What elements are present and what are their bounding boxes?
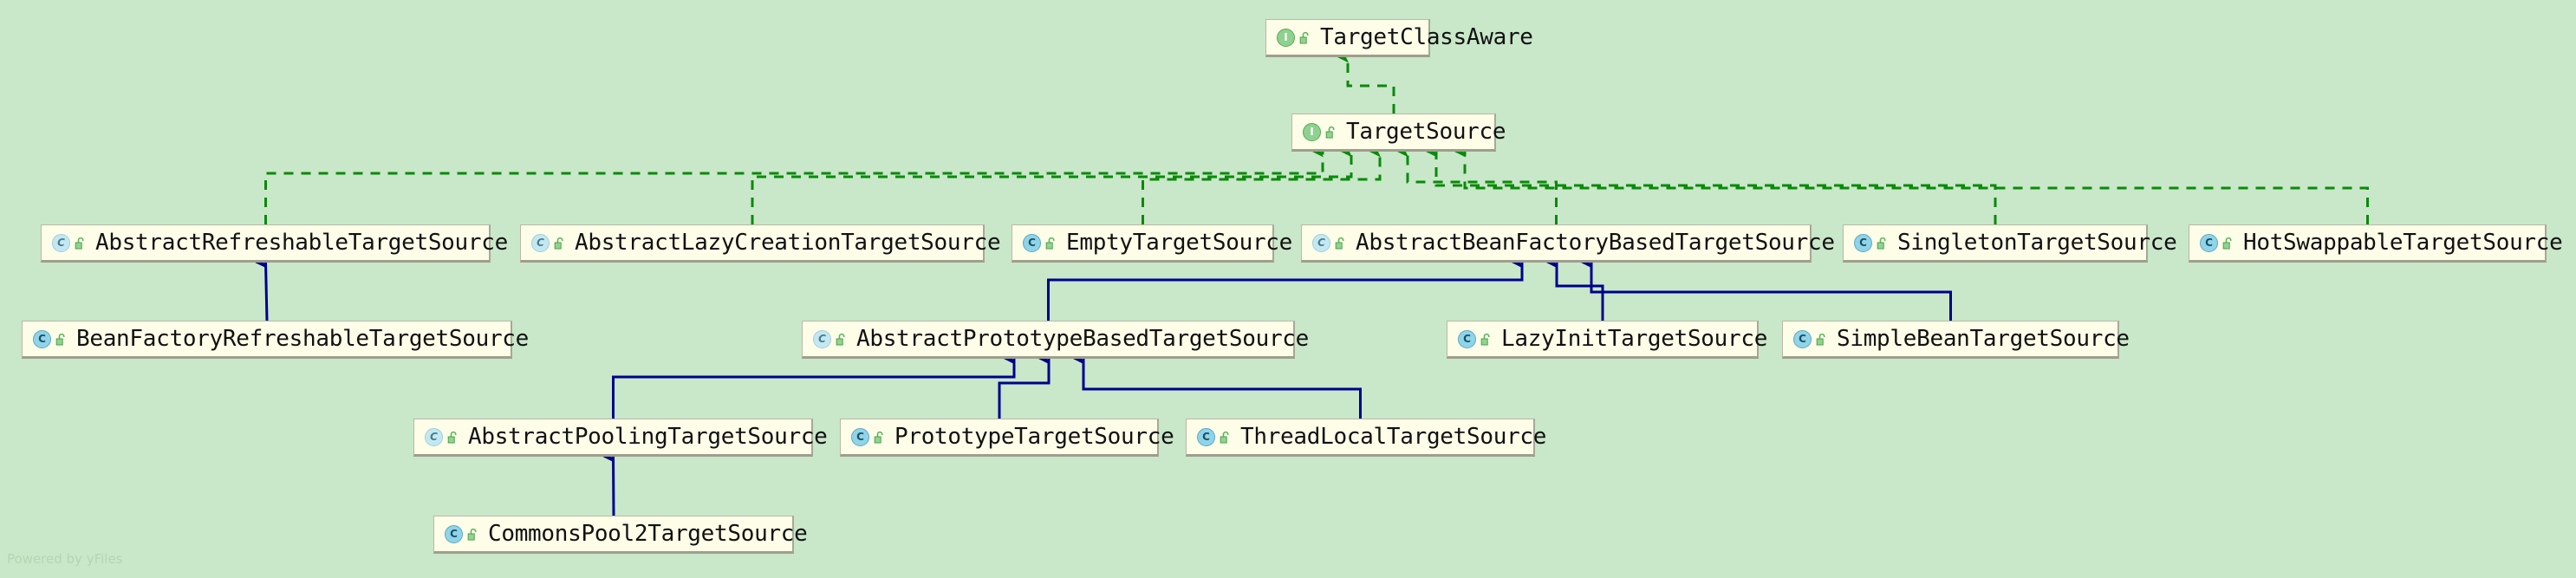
edge-extends-CommonsPool2TargetSource-to-AbstractPoolingTargetSource: [602, 451, 615, 516]
class-node-label: AbstractLazyCreationTargetSource: [575, 230, 1001, 256]
node-badges: C: [425, 427, 459, 446]
class-node-SimpleBeanTargetSource[interactable]: C SimpleBeanTargetSource: [1782, 321, 2130, 359]
yfiles-watermark: Powered by yFiles: [7, 551, 123, 567]
class-node-AbstractBeanFactoryBasedTargetSource[interactable]: C AbstractBeanFactoryBasedTargetSource: [1301, 224, 1835, 263]
unlocked-padlock-icon: [1325, 126, 1337, 139]
class-node-AbstractRefreshableTargetSource[interactable]: C AbstractRefreshableTargetSource: [41, 224, 508, 263]
class-node-label: LazyInitTargetSource: [1501, 326, 1768, 352]
class-node-label: HotSwappableTargetSource: [2243, 230, 2563, 256]
unlocked-padlock-icon: [1045, 237, 1057, 250]
class-node-label: SimpleBeanTargetSource: [1837, 326, 2130, 352]
node-badges: C: [445, 524, 478, 543]
unlocked-padlock-icon: [1335, 237, 1346, 250]
class-icon: C: [445, 524, 463, 543]
class-icon: C: [1458, 329, 1476, 348]
class-node-label: AbstractPrototypeBasedTargetSource: [856, 326, 1310, 352]
abstract-class-icon: C: [52, 233, 70, 252]
edge-extends-BeanFactoryRefreshableTargetSource-to-AbstractRefreshableTargetSource: [255, 257, 269, 321]
class-node-SingletonTargetSource[interactable]: C SingletonTargetSource: [1843, 224, 2177, 263]
class-node-TargetClassAware[interactable]: I TargetClassAware: [1265, 19, 1533, 57]
class-icon: C: [2200, 233, 2218, 252]
class-node-label: BeanFactoryRefreshableTargetSource: [76, 326, 530, 352]
edge-implements-EmptyTargetSource-to-TargetSource: [1142, 146, 1382, 224]
abstract-class-icon: C: [1312, 233, 1330, 252]
node-badges: C: [851, 427, 885, 446]
unlocked-padlock-icon: [1220, 431, 1231, 444]
interface-icon: I: [1303, 122, 1321, 141]
class-node-label: AbstractPoolingTargetSource: [468, 424, 828, 450]
node-badges: I: [1277, 28, 1311, 47]
node-badges: I: [1303, 122, 1337, 141]
class-node-BeanFactoryRefreshableTargetSource[interactable]: C BeanFactoryRefreshableTargetSource: [22, 321, 529, 359]
edge-implements-HotSwappableTargetSource-to-TargetSource: [1454, 146, 2369, 224]
class-node-ThreadLocalTargetSource[interactable]: C ThreadLocalTargetSource: [1186, 419, 1546, 457]
edge-extends-AbstractPrototypeBasedTargetSource-to-AbstractBeanFactoryBasedTargetSource: [1047, 257, 1524, 321]
class-node-AbstractLazyCreationTargetSource[interactable]: C AbstractLazyCreationTargetSource: [520, 224, 1001, 263]
edge-extends-SimpleBeanTargetSource-to-AbstractBeanFactoryBasedTargetSource: [1581, 257, 1952, 321]
class-icon: C: [1023, 233, 1041, 252]
node-badges: C: [33, 329, 67, 348]
edge-extends-PrototypeTargetSource-to-AbstractPrototypeBasedTargetSource: [998, 353, 1051, 419]
edge-implements-AbstractRefreshableTargetSource-to-TargetSource: [264, 146, 1324, 224]
edge-implements-SingletonTargetSource-to-TargetSource: [1426, 146, 1997, 224]
edge-implements-AbstractBeanFactoryBasedTargetSource-to-TargetSource: [1397, 146, 1558, 224]
unlocked-padlock-icon: [554, 237, 565, 250]
unlocked-padlock-icon: [55, 333, 67, 346]
abstract-class-icon: C: [531, 233, 550, 252]
abstract-class-icon: C: [813, 329, 831, 348]
edge-implements-AbstractLazyCreationTargetSource-to-TargetSource: [751, 146, 1353, 224]
unlocked-padlock-icon: [467, 528, 478, 541]
unlocked-padlock-icon: [447, 431, 459, 444]
edge-extends-AbstractPoolingTargetSource-to-AbstractPrototypeBasedTargetSource: [612, 353, 1016, 419]
node-badges: C: [1312, 233, 1346, 252]
class-node-PrototypeTargetSource[interactable]: C PrototypeTargetSource: [840, 419, 1174, 457]
class-icon: C: [33, 329, 51, 348]
class-node-label: AbstractBeanFactoryBasedTargetSource: [1356, 230, 1835, 256]
abstract-class-icon: C: [425, 427, 443, 446]
node-badges: C: [1793, 329, 1827, 348]
class-node-AbstractPoolingTargetSource[interactable]: C AbstractPoolingTargetSource: [413, 419, 828, 457]
node-badges: C: [813, 329, 847, 348]
class-node-EmptyTargetSource[interactable]: C EmptyTargetSource: [1012, 224, 1292, 263]
node-badges: C: [1023, 233, 1057, 252]
class-node-LazyInitTargetSource[interactable]: C LazyInitTargetSource: [1447, 321, 1767, 359]
class-node-CommonsPool2TargetSource[interactable]: C CommonsPool2TargetSource: [433, 516, 808, 554]
class-node-TargetSource[interactable]: I TargetSource: [1291, 114, 1506, 152]
class-icon: C: [1197, 427, 1215, 446]
extends-edges: [255, 257, 1952, 516]
class-node-label: AbstractRefreshableTargetSource: [95, 230, 508, 256]
class-node-label: EmptyTargetSource: [1066, 230, 1293, 256]
class-node-label: TargetSource: [1346, 119, 1506, 145]
unlocked-padlock-icon: [874, 431, 885, 444]
interface-icon: I: [1277, 28, 1295, 47]
unlocked-padlock-icon: [836, 333, 847, 346]
class-icon: C: [1854, 233, 1872, 252]
class-icon: C: [851, 427, 869, 446]
unlocked-padlock-icon: [1816, 333, 1827, 346]
node-badges: C: [1197, 427, 1231, 446]
class-node-label: CommonsPool2TargetSource: [488, 521, 808, 547]
unlocked-padlock-icon: [1480, 333, 1492, 346]
edge-extends-ThreadLocalTargetSource-to-AbstractPrototypeBasedTargetSource: [1073, 353, 1362, 419]
edge-extends-LazyInitTargetSource-to-AbstractBeanFactoryBasedTargetSource: [1546, 257, 1604, 321]
class-node-HotSwappableTargetSource[interactable]: C HotSwappableTargetSource: [2189, 224, 2563, 263]
class-node-AbstractPrototypeBasedTargetSource[interactable]: C AbstractPrototypeBasedTargetSource: [802, 321, 1309, 359]
class-node-label: SingletonTargetSource: [1897, 230, 2177, 256]
node-badges: C: [52, 233, 86, 252]
node-badges: C: [531, 233, 565, 252]
unlocked-padlock-icon: [2222, 237, 2234, 250]
unlocked-padlock-icon: [1877, 237, 1888, 250]
node-badges: C: [1854, 233, 1888, 252]
node-badges: C: [2200, 233, 2234, 252]
unlocked-padlock-icon: [1299, 31, 1311, 44]
node-badges: C: [1458, 329, 1492, 348]
class-node-label: TargetClassAware: [1320, 24, 1533, 50]
class-icon: C: [1793, 329, 1812, 348]
unlocked-padlock-icon: [75, 237, 86, 250]
class-node-label: ThreadLocalTargetSource: [1240, 424, 1547, 450]
edge-implements-TargetSource-to-TargetClassAware: [1337, 51, 1395, 114]
class-node-label: PrototypeTargetSource: [894, 424, 1174, 450]
